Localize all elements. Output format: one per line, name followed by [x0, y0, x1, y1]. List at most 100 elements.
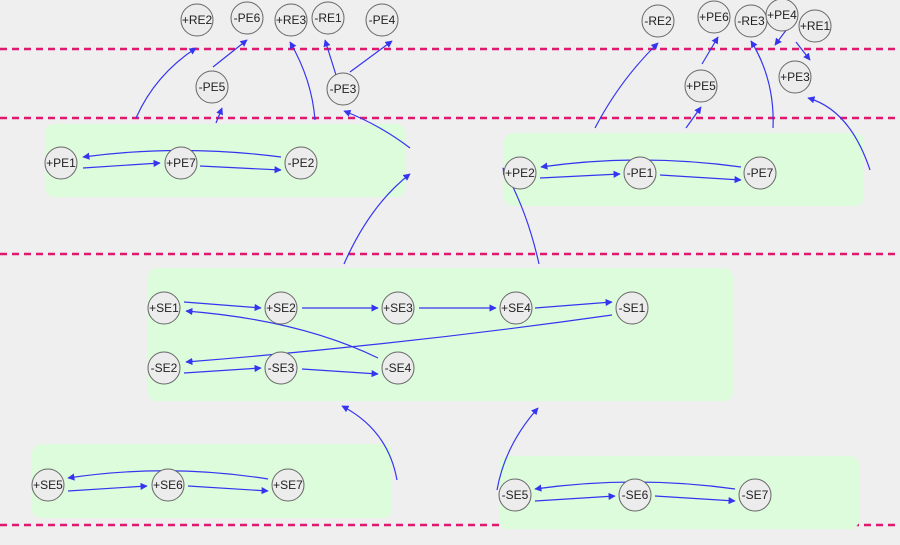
- node-pos-pe3[interactable]: +PE3: [778, 60, 812, 94]
- node-label: -SE6: [622, 488, 649, 502]
- node-pos-se6[interactable]: +SE6: [151, 468, 185, 502]
- node-label: -PE6: [234, 11, 261, 25]
- arrow: [343, 109, 411, 149]
- arrows: [67, 24, 871, 505]
- arrow: [807, 96, 871, 171]
- node-pos-se4[interactable]: +SE4: [499, 291, 533, 325]
- node-label: +RE3: [276, 13, 307, 27]
- node-label: -RE1: [314, 11, 342, 25]
- node-label: +SE5: [33, 478, 63, 492]
- arrow: [212, 39, 248, 68]
- node-neg-re2[interactable]: -RE2: [641, 4, 675, 38]
- node-label: +PE2: [505, 166, 535, 180]
- arrow: [67, 482, 148, 492]
- arrow: [215, 107, 223, 124]
- node-label: -PE4: [369, 13, 396, 27]
- node-label: +PE3: [780, 70, 810, 84]
- arrow: [185, 307, 379, 359]
- node-label: +PE5: [686, 79, 716, 93]
- box-bottom-right: [499, 456, 859, 529]
- node-pos-pe1[interactable]: +PE1: [44, 146, 78, 180]
- node-neg-re1[interactable]: -RE1: [311, 1, 345, 35]
- node-pos-pe4[interactable]: +PE4: [765, 0, 799, 32]
- node-neg-re3[interactable]: -RE3: [734, 4, 768, 38]
- nodes: +PE1 +PE7 -PE2 -PE5 -PE3 +RE2 -PE6 +RE3 …: [31, 0, 832, 512]
- node-label: -SE2: [151, 361, 178, 375]
- node-neg-pe2[interactable]: -PE2: [284, 146, 318, 180]
- arrow: [594, 42, 659, 129]
- node-label: +PE7: [166, 156, 196, 170]
- node-label: -PE7: [747, 166, 774, 180]
- arrow: [654, 495, 736, 505]
- box-bottom-left: [32, 444, 392, 518]
- arrow: [496, 407, 539, 491]
- node-pos-pe2[interactable]: +PE2: [503, 156, 537, 190]
- arrow: [301, 368, 379, 378]
- node-neg-se3[interactable]: -SE3: [264, 351, 298, 385]
- node-label: -PE5: [199, 80, 226, 94]
- node-neg-pe4[interactable]: -PE4: [365, 3, 399, 37]
- node-label: -SE1: [619, 301, 646, 315]
- node-label: +SE7: [273, 478, 303, 492]
- node-neg-se5[interactable]: -SE5: [498, 478, 532, 512]
- node-label: -PE3: [330, 82, 357, 96]
- node-neg-pe6[interactable]: -PE6: [230, 1, 264, 35]
- node-label: -SE3: [268, 361, 295, 375]
- arrow: [534, 492, 616, 502]
- node-pos-se5[interactable]: +SE5: [31, 468, 65, 502]
- arrow: [289, 41, 316, 121]
- arrow: [534, 298, 613, 309]
- node-label: +PE1: [46, 156, 76, 170]
- node-neg-pe3[interactable]: -PE3: [326, 72, 360, 106]
- node-neg-se2[interactable]: -SE2: [147, 351, 181, 385]
- arrow: [701, 36, 719, 65]
- arrow: [135, 47, 197, 119]
- node-label: -PE2: [288, 156, 315, 170]
- node-pos-se1[interactable]: +SE1: [147, 291, 181, 325]
- arrow: [183, 301, 262, 312]
- box-center: [148, 268, 733, 401]
- node-pos-se7[interactable]: +SE7: [271, 468, 305, 502]
- arrow: [82, 159, 161, 169]
- node-pos-pe6[interactable]: +PE6: [697, 0, 731, 34]
- node-label: +RE1: [800, 19, 831, 33]
- arrow: [349, 40, 393, 73]
- node-pos-re2[interactable]: +RE2: [180, 3, 214, 37]
- node-pos-pe5[interactable]: +PE5: [684, 69, 718, 103]
- arrow: [659, 174, 742, 184]
- node-pos-se3[interactable]: +SE3: [381, 291, 415, 325]
- node-label: +PE4: [767, 8, 797, 22]
- arrow: [343, 173, 411, 265]
- node-neg-pe7[interactable]: -PE7: [743, 156, 777, 190]
- node-neg-se6[interactable]: -SE6: [618, 478, 652, 512]
- node-label: +SE4: [501, 301, 531, 315]
- node-label: -PE1: [627, 166, 654, 180]
- arrow: [750, 40, 774, 129]
- node-label: -SE5: [502, 488, 529, 502]
- arrow: [199, 165, 282, 174]
- node-label: +PE6: [699, 10, 729, 24]
- node-neg-se7[interactable]: -SE7: [738, 478, 772, 512]
- node-pos-pe7[interactable]: +PE7: [164, 146, 198, 180]
- node-label: +RE2: [182, 13, 213, 27]
- arrow: [183, 364, 262, 374]
- node-label: +SE3: [383, 301, 413, 315]
- node-label: -SE4: [385, 361, 412, 375]
- arrow: [685, 106, 702, 129]
- arrow: [187, 485, 269, 495]
- node-label: -RE2: [644, 14, 672, 28]
- node-neg-pe5[interactable]: -PE5: [195, 70, 229, 104]
- node-neg-se1[interactable]: -SE1: [615, 291, 649, 325]
- node-pos-re1[interactable]: +RE1: [798, 9, 832, 43]
- node-neg-pe1[interactable]: -PE1: [623, 156, 657, 190]
- node-neg-se4[interactable]: -SE4: [381, 351, 415, 385]
- arrow: [341, 405, 398, 481]
- arrow: [323, 39, 337, 76]
- group-boxes: [32, 124, 864, 529]
- node-pos-se2[interactable]: +SE2: [264, 291, 298, 325]
- node-label: +SE2: [266, 301, 296, 315]
- arrow: [795, 41, 811, 61]
- node-pos-re3[interactable]: +RE3: [274, 3, 308, 37]
- node-label: +SE1: [149, 301, 179, 315]
